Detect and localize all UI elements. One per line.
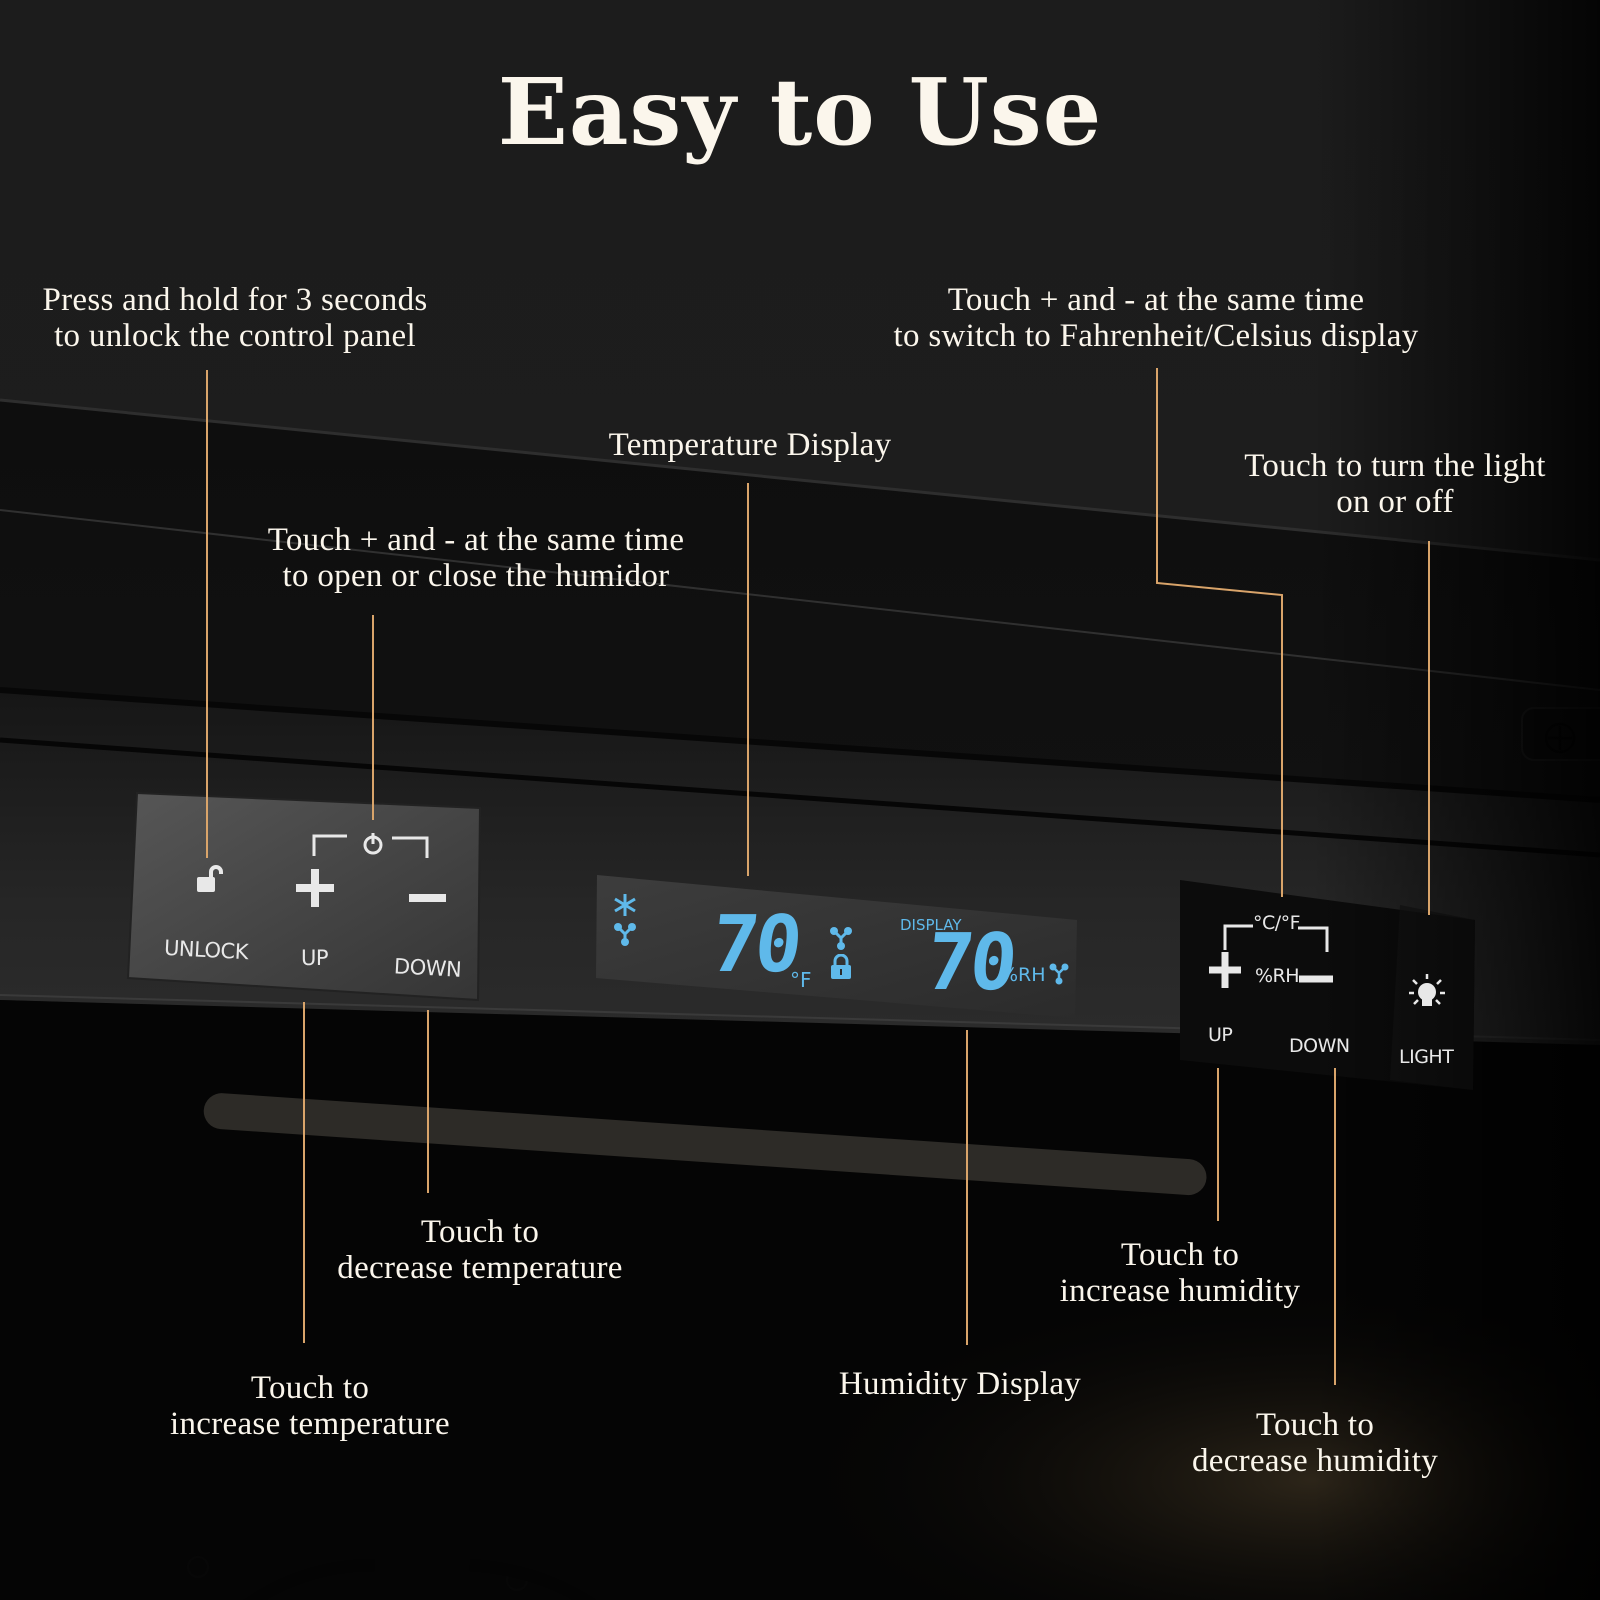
plus-icon: [1209, 952, 1241, 988]
temp-up-button[interactable]: UP: [285, 860, 345, 975]
plus-icon: [296, 869, 334, 907]
callout-temp-up: Touch to increase temperature: [170, 1370, 450, 1442]
temp-down-button[interactable]: DOWN: [390, 870, 480, 985]
humidity-value: 70: [922, 918, 1018, 1008]
temp-up-label: UP: [301, 946, 329, 970]
humidity-up-label: UP: [1208, 1024, 1233, 1046]
light-bulb-icon: [1409, 974, 1445, 1006]
temp-down-label: DOWN: [393, 954, 462, 982]
callout-humidity-display: Humidity Display: [838, 1366, 1082, 1402]
light-button[interactable]: LIGHT: [1395, 970, 1465, 1070]
callout-humidity-up: Touch to increase humidity: [1059, 1237, 1301, 1309]
power-icon: [312, 833, 429, 858]
unlock-button[interactable]: UNLOCK: [160, 860, 260, 970]
rh-label: %RH: [1255, 965, 1300, 987]
leader-unit-switch: [1156, 368, 1283, 897]
callout-temperature-display: Temperature Display: [608, 427, 892, 463]
unit-toggle-label: °C/°F: [1253, 912, 1301, 934]
minus-icon: [409, 894, 446, 902]
callout-temp-down: Touch to decrease temperature: [337, 1214, 623, 1286]
light-label: LIGHT: [1399, 1046, 1454, 1068]
humidity-down-label: DOWN: [1289, 1035, 1350, 1057]
humidity-unit: %RH: [1000, 964, 1046, 986]
callout-power: Touch + and - at the same time to open o…: [267, 522, 685, 594]
callout-unit-switch: Touch + and - at the same time to switch…: [893, 282, 1419, 354]
fan-icon: [1049, 963, 1069, 985]
lock-icon: [831, 954, 851, 979]
minus-icon: [1299, 975, 1333, 983]
humidity-down-button[interactable]: DOWN: [1285, 970, 1355, 1070]
snowflake-icon: [614, 894, 636, 916]
callout-light: Touch to turn the light on or off: [1244, 448, 1546, 520]
display-label: DISPLAY: [900, 916, 962, 934]
fan-icon: [830, 927, 852, 950]
unit-toggle-bracket: [1223, 924, 1329, 952]
page-title: Easy to Use: [497, 58, 1103, 166]
callout-humidity-down: Touch to decrease humidity: [1191, 1407, 1439, 1479]
unlock-icon: [197, 865, 223, 892]
fan-icon: [614, 923, 636, 946]
temperature-value: 70: [707, 900, 803, 990]
lcd-display: 70 °F DISPLAY 70 %RH: [597, 878, 1077, 1018]
callout-unlock: Press and hold for 3 seconds to unlock t…: [42, 282, 428, 354]
humidity-up-button[interactable]: UP: [1205, 948, 1255, 1058]
temperature-unit: °F: [790, 968, 812, 992]
unlock-label: UNLOCK: [163, 935, 249, 965]
